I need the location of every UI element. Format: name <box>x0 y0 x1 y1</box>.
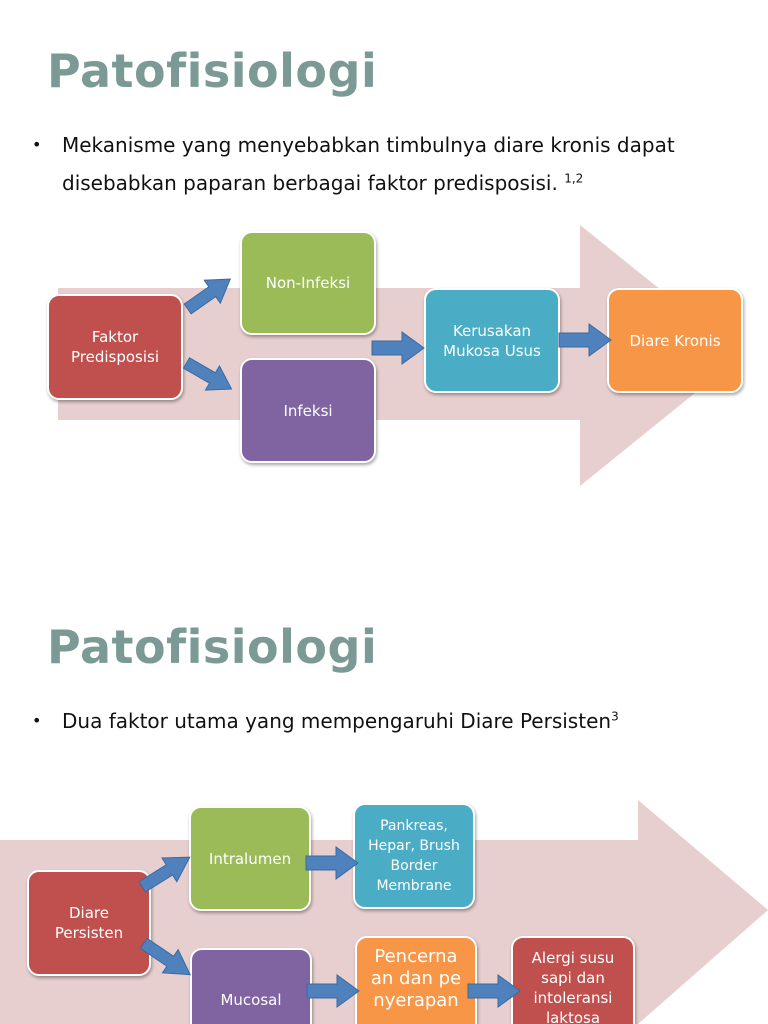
slide-2: Patofisiologi • Dua faktor utama yang me… <box>0 576 768 1024</box>
diagram-2-connectors <box>138 846 521 1008</box>
connector-arrow-icon <box>139 937 192 976</box>
node-label: Alergi susu sapi dan intoleransi laktosa <box>531 949 615 1024</box>
bullet-item: • Mekanisme yang menyebabkan timbulnya d… <box>32 126 732 202</box>
connector-arrow-icon <box>306 974 360 1008</box>
connector-arrow-icon <box>305 846 359 880</box>
connector-arrow-icon <box>558 323 612 357</box>
slide-title: Patofisiologi <box>47 44 378 98</box>
node-label: Infeksi <box>283 401 333 420</box>
node-label: Diare Kronis <box>629 331 721 350</box>
slide-1: Patofisiologi • Mekanisme yang menyebabk… <box>32 44 743 486</box>
node-kerusakan-mukosa-usus: Kerusakan Mukosa Usus <box>424 288 560 393</box>
node-mucosal: Mucosal <box>190 948 312 1024</box>
node-non-infeksi: Non-Infeksi <box>240 231 376 335</box>
node-label: Faktor Predisposisi <box>70 328 159 366</box>
bullet-dot-icon: • <box>32 711 42 730</box>
node-label: Kerusakan Mukosa Usus <box>443 321 541 360</box>
node-diare-persisten: Diare Persisten <box>27 870 151 976</box>
node-label: Mucosal <box>220 991 282 1009</box>
slide-title: Patofisiologi <box>47 620 378 674</box>
bullet-item: • Dua faktor utama yang mempengaruhi Dia… <box>32 702 732 740</box>
node-label: Non-Infeksi <box>265 274 351 292</box>
citation-superscript: 1,2 <box>564 171 584 186</box>
bullet-text: Mekanisme yang menyebabkan timbulnya dia… <box>62 133 675 195</box>
connector-arrow-icon <box>182 357 233 391</box>
node-label: Diare Persisten <box>54 904 124 942</box>
node-pankreas-hepar-brush-border: Pankreas, Hepar, Brush Border Membrane <box>353 803 475 909</box>
node-label: Pencernaan dan penyerapan <box>370 946 462 1011</box>
bullet-dot-icon: • <box>32 135 42 154</box>
node-alergi-susu-sapi: Alergi susu sapi dan intoleransi laktosa <box>511 936 635 1024</box>
node-diare-kronis: Diare Kronis <box>607 288 743 393</box>
node-label: Intralumen <box>208 849 292 868</box>
node-label: Pankreas, Hepar, Brush Border Membrane <box>368 818 460 894</box>
bullet-text-wrapper: Mekanisme yang menyebabkan timbulnya dia… <box>62 126 732 202</box>
node-faktor-predisposisi: Faktor Predisposisi <box>47 294 183 400</box>
citation-superscript: 3 <box>611 709 619 724</box>
diagram-1-connectors <box>182 278 612 391</box>
bullet-text: Dua faktor utama yang mempengaruhi Diare… <box>62 709 612 733</box>
node-infeksi: Infeksi <box>240 358 376 463</box>
connector-arrow-icon <box>467 974 521 1008</box>
bullet-text-wrapper: Dua faktor utama yang mempengaruhi Diare… <box>62 702 732 740</box>
connector-arrow-icon <box>138 856 191 893</box>
connector-arrow-icon <box>183 278 232 315</box>
connector-arrow-icon <box>371 331 425 365</box>
node-pencernaan-dan-penyerapan: Pencernaan dan penyerapan <box>355 936 477 1024</box>
